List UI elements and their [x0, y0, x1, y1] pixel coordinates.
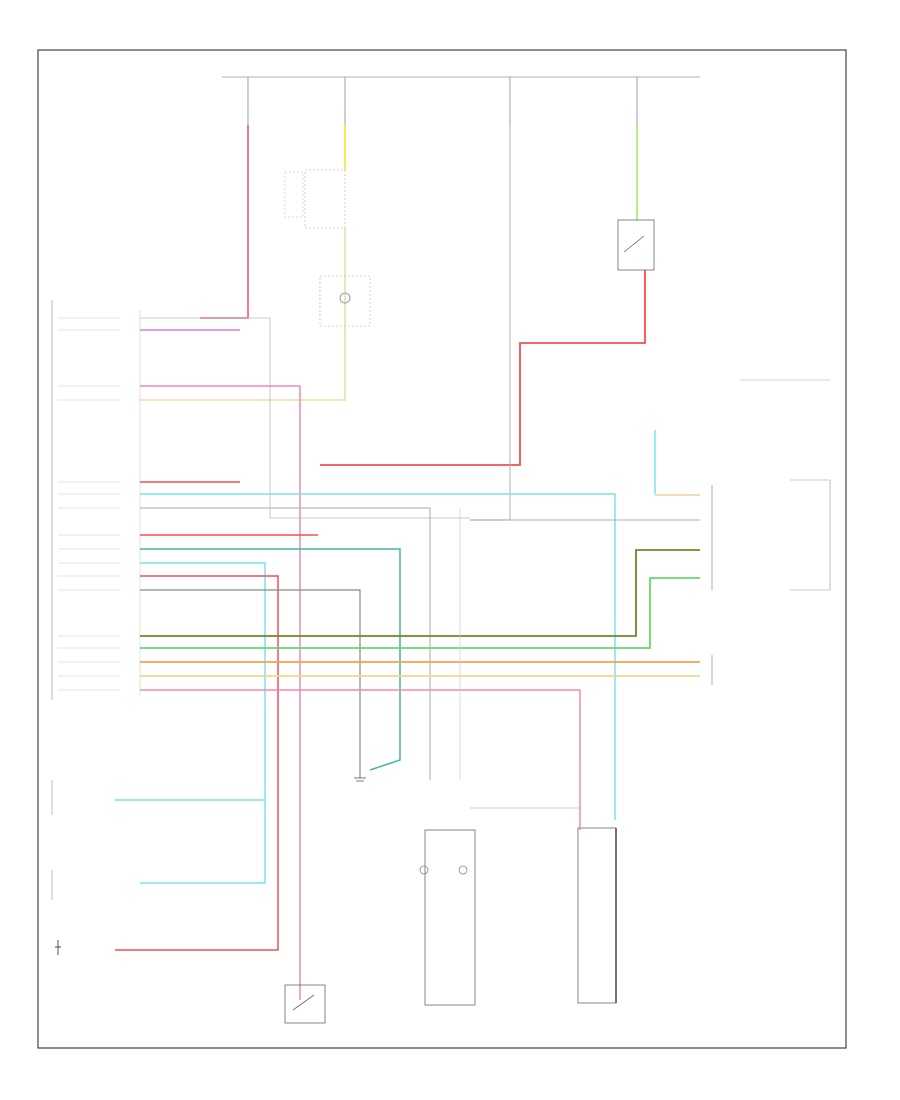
- wire-pink-battery: [200, 125, 249, 319]
- passenger-door-box: [577, 827, 617, 1004]
- driver-switch: [458, 865, 468, 875]
- lamp-connector: [319, 275, 371, 327]
- wire-red-relay: [320, 270, 646, 466]
- wire-yellow-lamp: [140, 228, 346, 401]
- ground-symbol: [354, 770, 366, 782]
- wire-gray-center: [470, 125, 511, 521]
- relay-box: [617, 219, 655, 271]
- wire-cyan-long: [140, 493, 616, 820]
- relay-switch: [623, 235, 645, 253]
- module-pin-rows: [58, 317, 120, 691]
- bottom-relay-switch: [292, 994, 315, 1011]
- wire-teal-549: [140, 548, 401, 771]
- diagram-border: [37, 49, 847, 1049]
- wire-red-576: [115, 575, 279, 951]
- wire-gray-590: [140, 589, 361, 770]
- fuse-group: [247, 77, 638, 125]
- switch-box: [304, 169, 346, 229]
- wire-green: [140, 577, 700, 649]
- wire-pink-row: [140, 385, 301, 1000]
- indicator-lamp: [339, 292, 351, 304]
- bottom-relay: [284, 984, 326, 1024]
- driver-lamp: [419, 865, 429, 875]
- driver-door-box: [424, 829, 476, 1006]
- wire-gray-ground: [140, 317, 470, 519]
- wire-cyan-563: [140, 562, 266, 884]
- fuse-dashed-box: [284, 171, 304, 218]
- wire-darkgreen: [140, 549, 700, 637]
- wire-pink-low: [140, 689, 581, 760]
- right-bracket: [790, 479, 831, 591]
- marker-icon: [55, 940, 61, 955]
